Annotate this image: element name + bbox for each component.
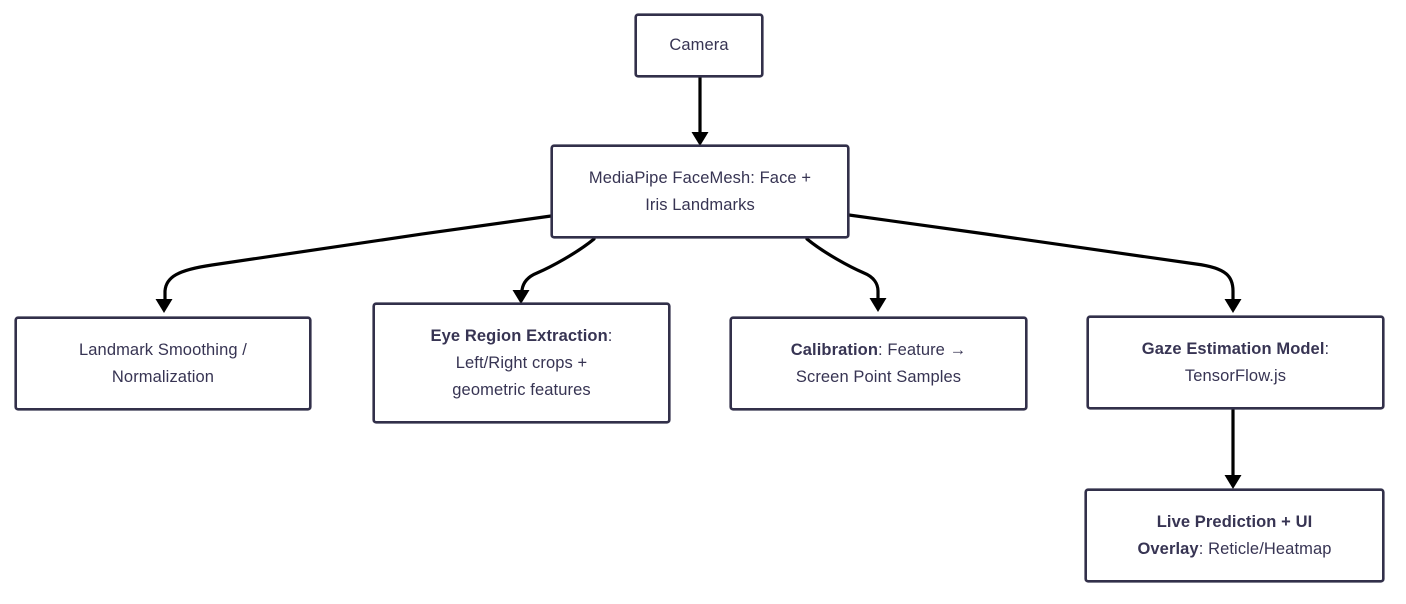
arrowhead-icon: [691, 132, 709, 146]
node-live-prediction-label-rest: : Reticle/Heatmap: [1198, 539, 1332, 558]
node-live-prediction-label-line2: Overlay: Reticle/Heatmap: [1137, 536, 1331, 563]
node-eye-region-label-rest: :: [607, 326, 613, 345]
node-eye-region-label-line3: geometric features: [452, 380, 591, 399]
node-live-prediction-overlay: Live Prediction + UI Overlay: Reticle/He…: [1085, 489, 1384, 582]
node-calibration-label-line2: Screen Point Samples: [795, 367, 962, 386]
node-landmark-smoothing-label-line2: Normalization: [111, 367, 215, 386]
arrowhead-icon: [869, 298, 887, 312]
node-camera: Camera: [635, 14, 763, 77]
node-eye-region-extraction: Eye Region Extraction: Left/Right crops …: [373, 303, 670, 423]
edge-facemesh-calibration: [805, 237, 887, 312]
edge-facemesh-eye-region: [512, 237, 596, 304]
edge-facemesh-gaze-model: [847, 213, 1242, 313]
edge-line: [805, 237, 880, 300]
node-gaze-model-label-bold: Gaze Estimation Model: [1141, 339, 1325, 358]
node-calibration-label-rest: : Feature →: [878, 340, 967, 359]
node-eye-region-label-line2: Left/Right crops +: [455, 353, 588, 372]
node-facemesh-label-line2: Iris Landmarks: [645, 195, 755, 214]
node-gaze-model-label-line1: Gaze Estimation Model:: [1142, 336, 1329, 363]
edge-line: [163, 214, 553, 302]
node-facemesh-label-line1: MediaPipe FaceMesh: Face +: [588, 168, 812, 187]
edge-line: [847, 213, 1235, 302]
arrowhead-icon: [1224, 299, 1242, 313]
edge-gaze-model-live-prediction: [1224, 408, 1242, 489]
node-live-prediction-label-line1: Live Prediction + UI: [1157, 509, 1313, 536]
node-camera-label: Camera: [669, 36, 729, 54]
node-eye-region-label-line1: Eye Region Extraction:: [431, 323, 613, 350]
node-gaze-model-label-line2: TensorFlow.js: [1184, 366, 1287, 385]
arrowhead-icon: [512, 290, 530, 304]
node-live-prediction-label-bold1: Live Prediction + UI: [1156, 512, 1313, 531]
arrowhead-icon: [1224, 475, 1242, 489]
node-calibration-label-bold: Calibration: [790, 340, 879, 359]
node-calibration: Calibration: Feature → Screen Point Samp…: [730, 317, 1027, 410]
node-gaze-model-label-rest: :: [1324, 339, 1330, 358]
node-eye-region-label-bold: Eye Region Extraction: [430, 326, 608, 345]
node-calibration-label-line1: Calibration: Feature →: [791, 337, 967, 364]
edge-camera-facemesh: [691, 75, 709, 146]
node-live-prediction-label-bold2: Overlay: [1137, 539, 1199, 558]
node-landmark-smoothing-label-line1: Landmark Smoothing /: [78, 340, 247, 359]
arrowhead-icon: [155, 299, 173, 313]
edge-line: [520, 237, 596, 292]
node-landmark-smoothing: Landmark Smoothing / Normalization: [15, 317, 311, 410]
node-gaze-estimation-model: Gaze Estimation Model: TensorFlow.js: [1087, 316, 1384, 409]
node-facemesh: MediaPipe FaceMesh: Face + Iris Landmark…: [551, 145, 849, 238]
edge-facemesh-smoothing: [155, 214, 553, 313]
